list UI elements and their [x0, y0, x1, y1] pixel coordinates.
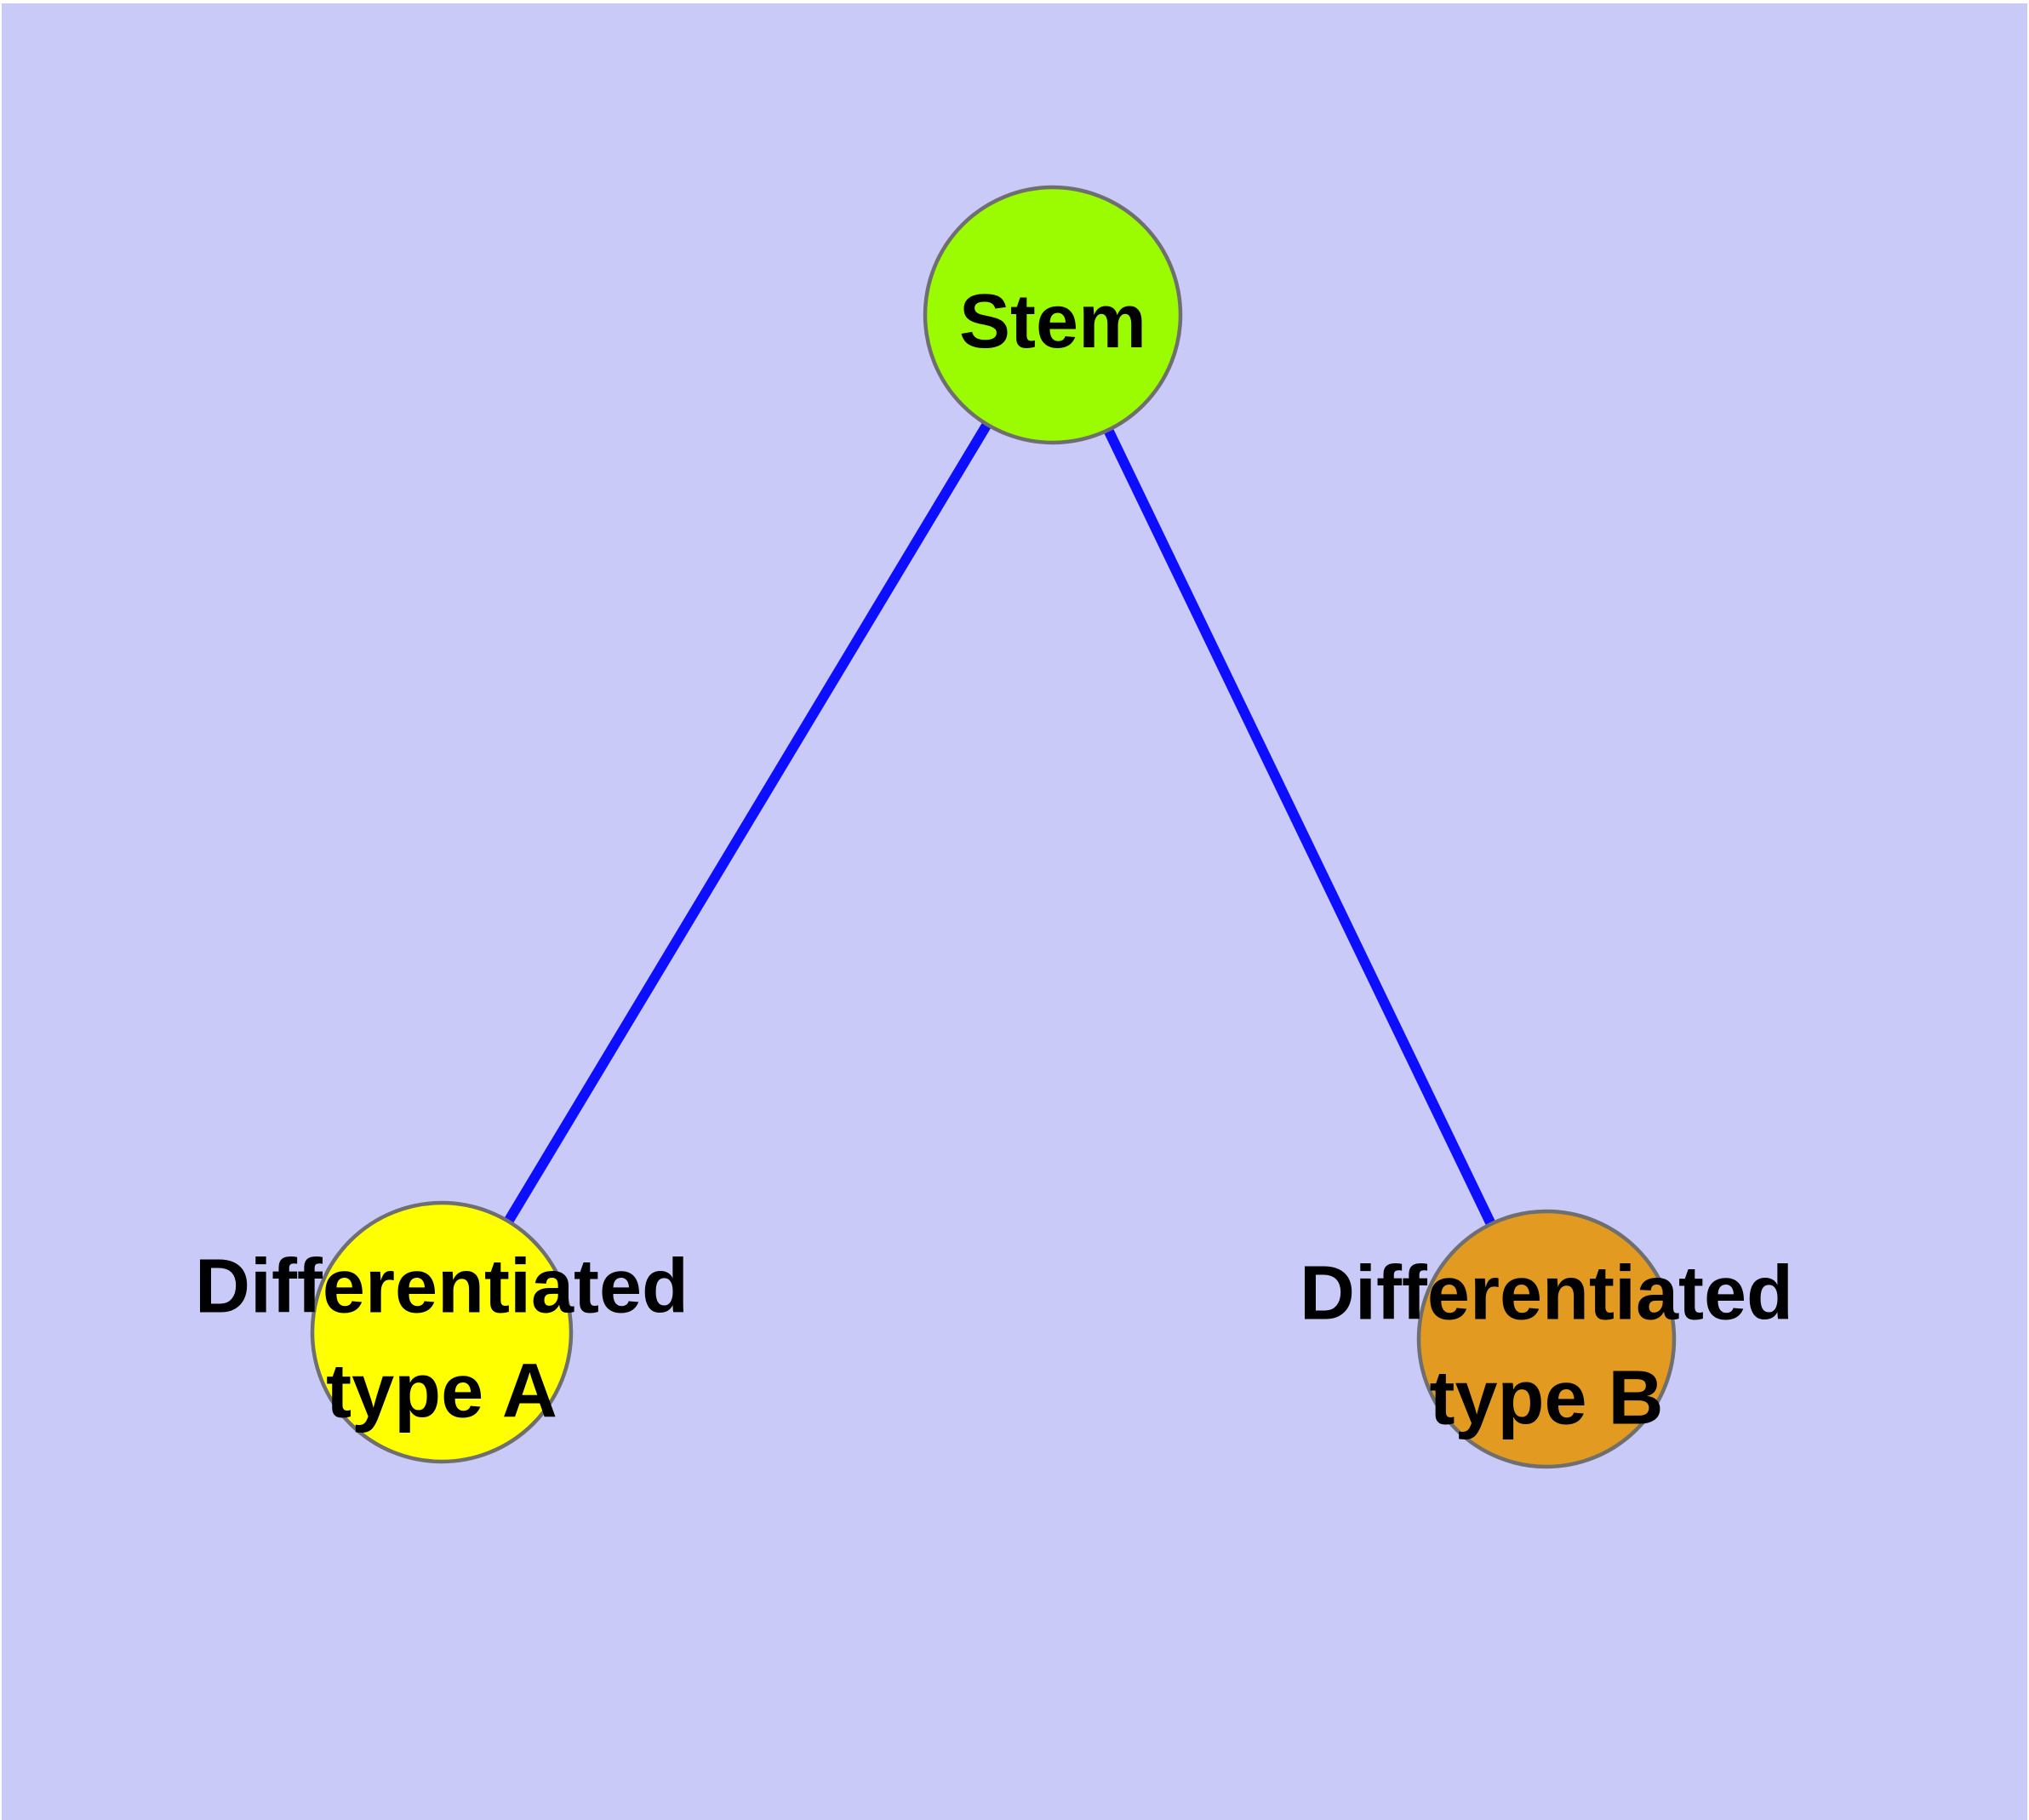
- node-stem: Stem: [923, 185, 1183, 445]
- edge-stem-to-type-b: [1103, 427, 1496, 1227]
- edges-layer: [504, 421, 1496, 1227]
- node-differentiated-type-b-label-line2: type B: [1429, 1356, 1663, 1441]
- node-stem-circle: [923, 185, 1183, 445]
- edge-stem-to-type-a: [504, 421, 992, 1224]
- node-stem-label: Stem: [959, 279, 1146, 364]
- node-differentiated-type-b-label-line1: Differentiated: [1300, 1251, 1793, 1336]
- node-differentiated-type-b-circle: [1416, 1209, 1677, 1469]
- node-differentiated-type-a: Differentiated type A: [195, 1200, 689, 1464]
- node-differentiated-type-b: Differentiated type B: [1300, 1209, 1793, 1469]
- node-differentiated-type-a-label-line2: type A: [326, 1349, 557, 1434]
- node-differentiated-type-a-circle: [310, 1200, 574, 1464]
- node-differentiated-type-a-label-line1: Differentiated: [195, 1245, 689, 1330]
